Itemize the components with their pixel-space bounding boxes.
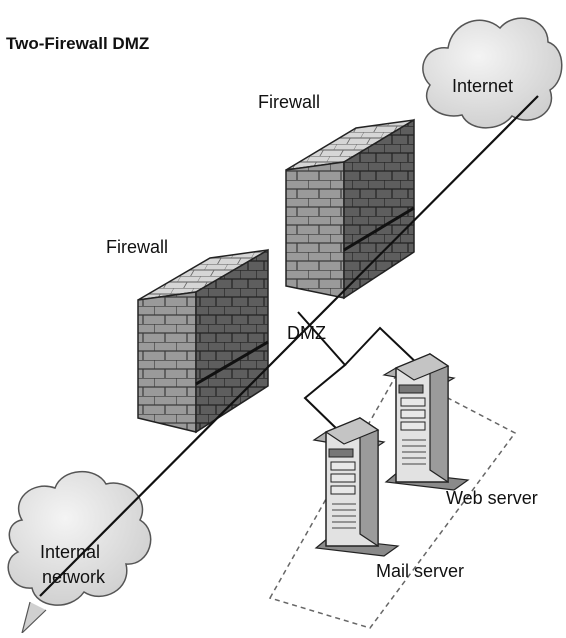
firewall-outer-label: Firewall (258, 92, 320, 112)
mail-server-tower (312, 416, 400, 557)
internal-network-cloud: Internal network (7, 470, 152, 635)
internal-label-line1: Internal (40, 542, 100, 562)
firewall-inner: Firewall (106, 237, 269, 434)
diagram-title: Two-Firewall DMZ (6, 34, 150, 53)
dmz-label: DMZ (287, 323, 326, 343)
firewall-outer: Firewall (258, 92, 415, 300)
dmz-wiring (297, 311, 423, 433)
internet-label: Internet (452, 76, 513, 96)
mail-server-label: Mail server (376, 561, 464, 581)
internet-cloud: Internet (422, 17, 563, 129)
internal-label-line2: network (42, 567, 106, 587)
firewall-inner-label: Firewall (106, 237, 168, 257)
web-server-label: Web server (446, 488, 538, 508)
network-backbone-line (39, 95, 539, 597)
web-server-tower (382, 352, 470, 491)
